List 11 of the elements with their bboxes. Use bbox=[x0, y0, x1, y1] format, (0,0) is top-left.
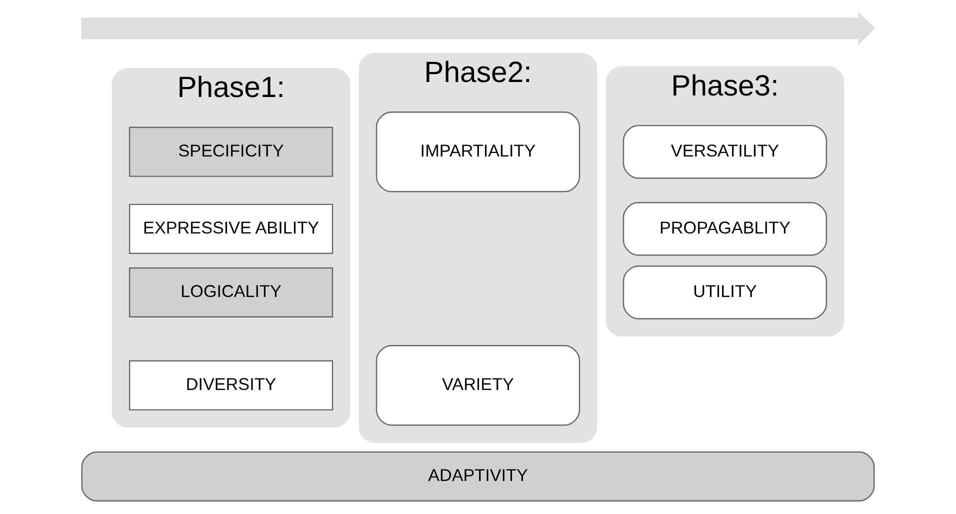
node-box: SPECIFICITY bbox=[128, 126, 334, 177]
node-box: IMPARTIALITY bbox=[376, 112, 580, 192]
node-box: LOGICALITY bbox=[128, 267, 334, 318]
node-box: DIVERSITY bbox=[128, 360, 334, 410]
node-arrow bbox=[81, 12, 875, 46]
node-box: EXPRESSIVE ABILITY bbox=[128, 204, 334, 254]
node-box: ADAPTIVITY bbox=[81, 451, 875, 502]
node-box: UTILITY bbox=[622, 266, 828, 320]
node-box: PROPAGABLITY bbox=[622, 202, 828, 256]
node-box: VERSATILITY bbox=[622, 124, 828, 179]
node-box: VARIETY bbox=[376, 345, 580, 426]
